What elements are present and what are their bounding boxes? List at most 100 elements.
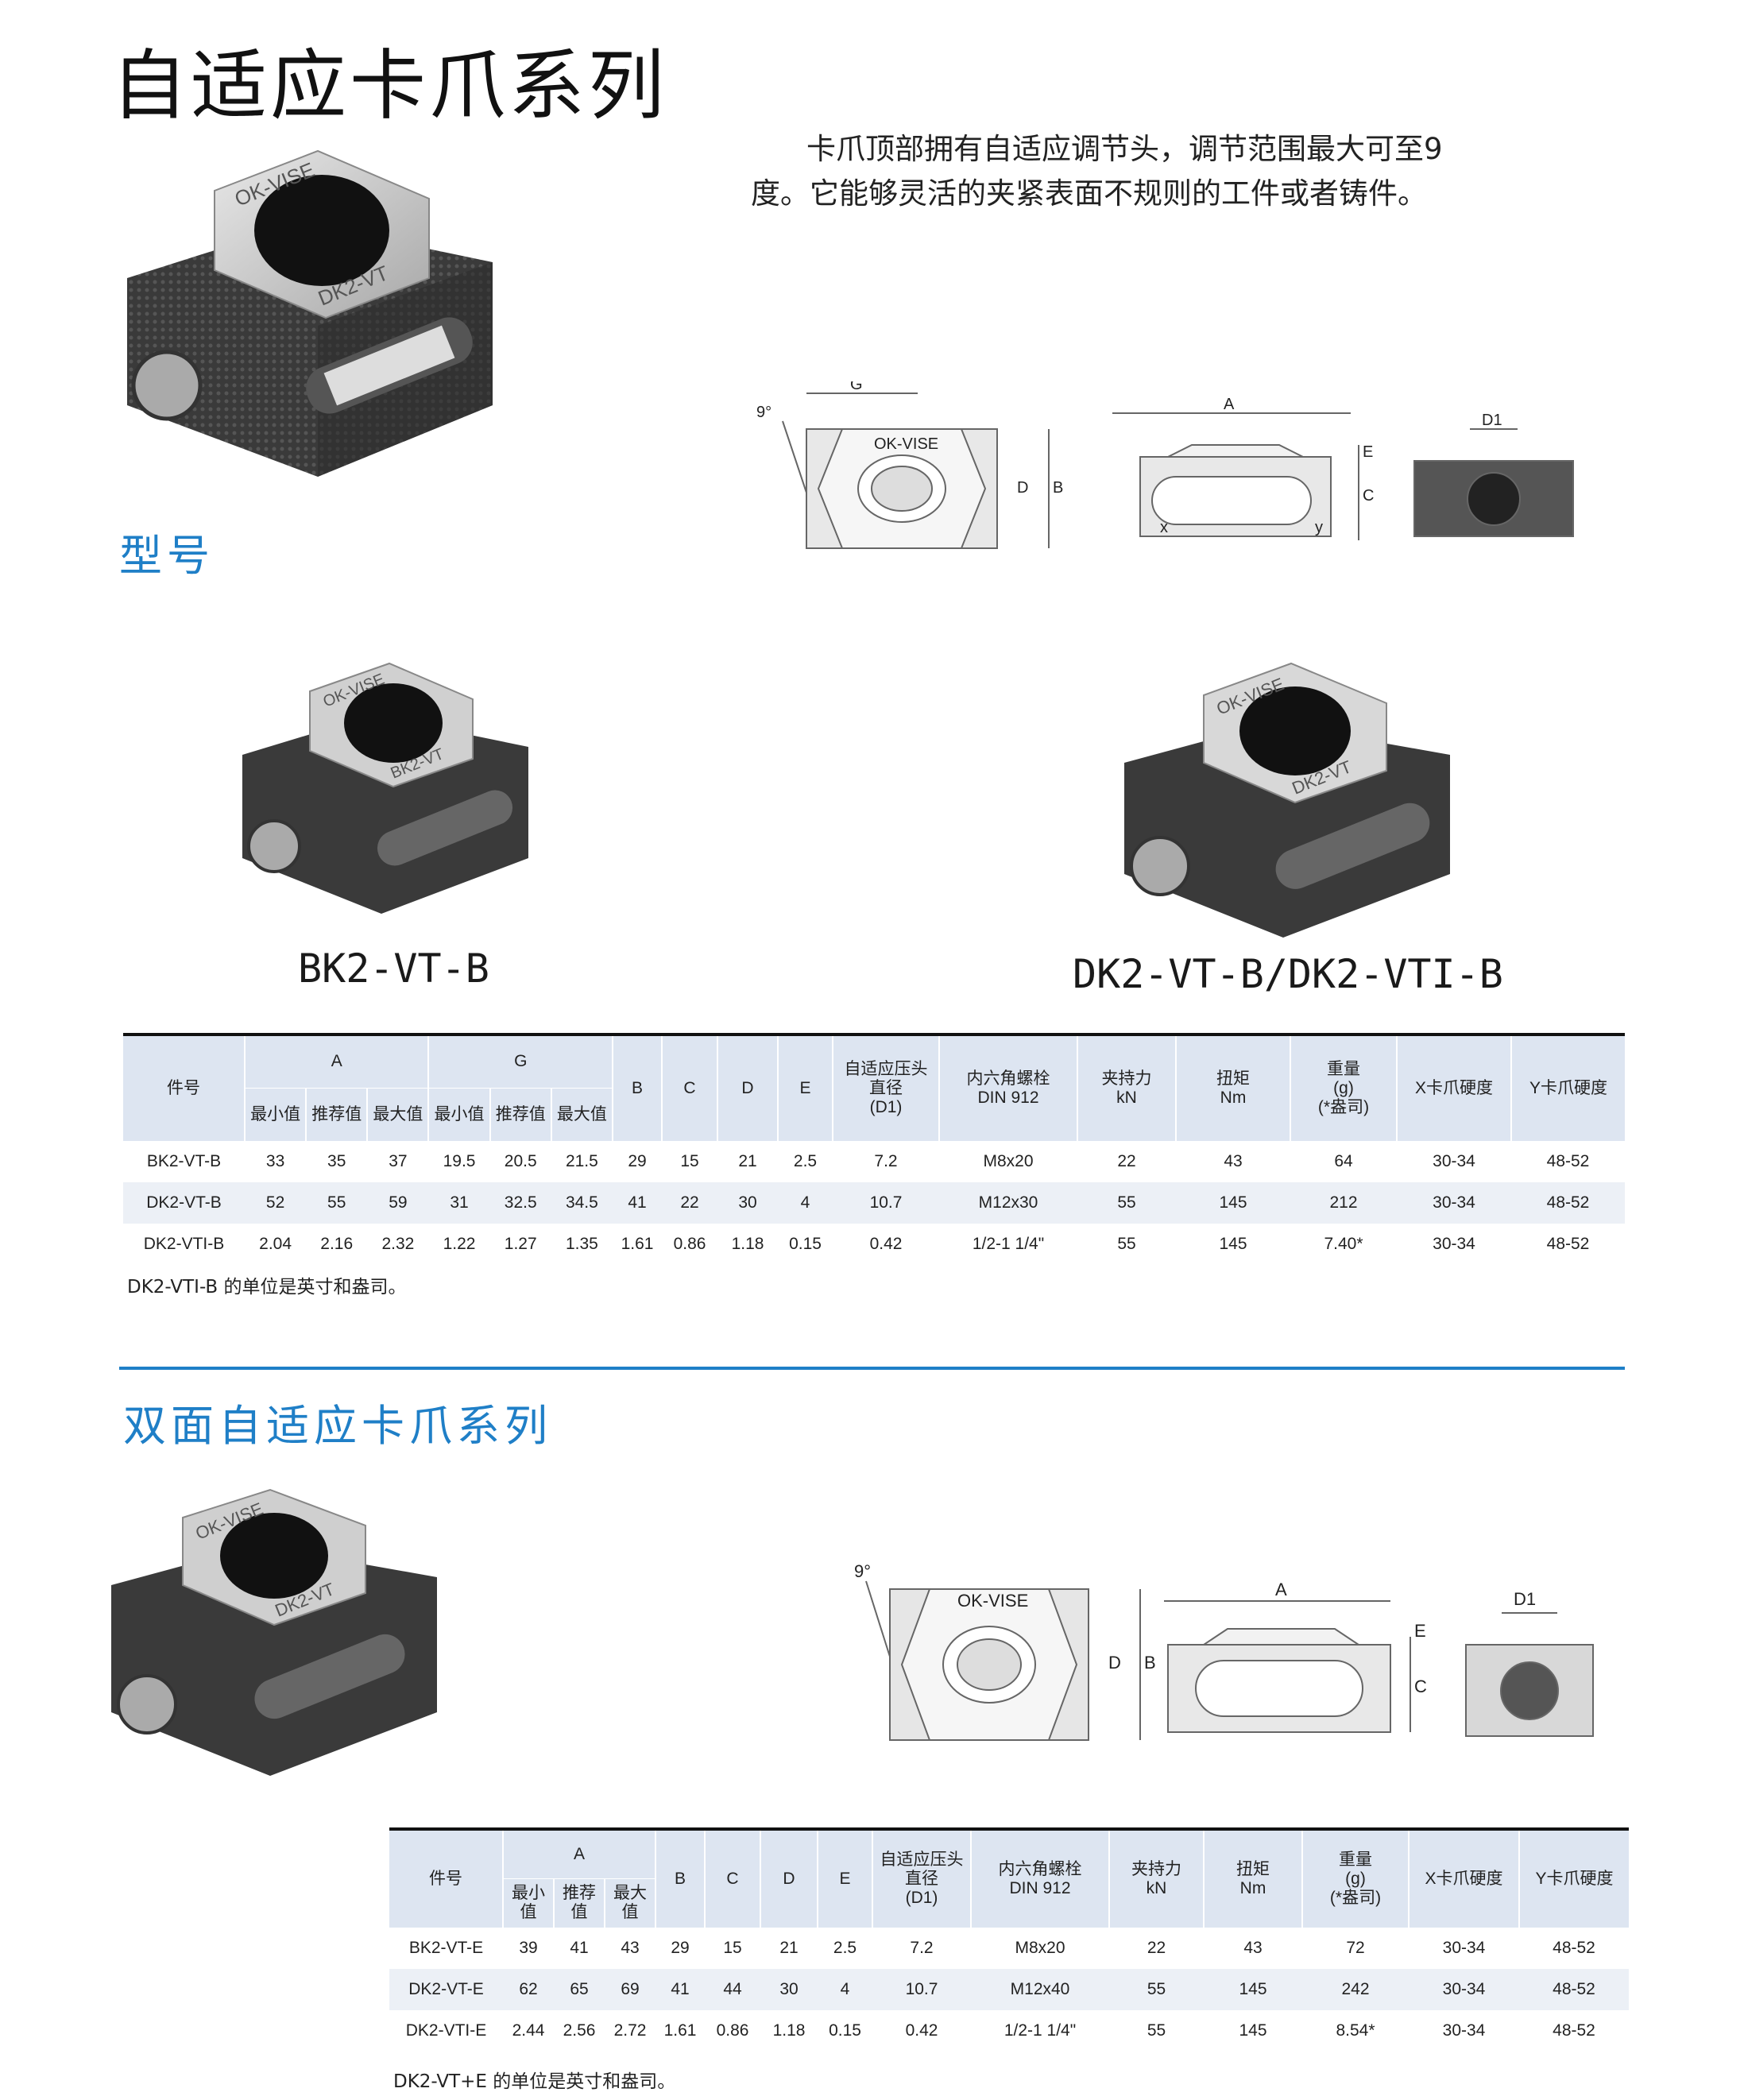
t1-cell: 55 xyxy=(1117,1235,1136,1253)
t1-cell: 1.35 xyxy=(565,1235,598,1253)
diag2-brand: OK-VISE xyxy=(957,1591,1028,1611)
t1-cell: 64 xyxy=(1334,1152,1353,1170)
t1-cell: 20.5 xyxy=(504,1152,537,1170)
t1-cell: 48-52 xyxy=(1511,1182,1625,1224)
t1-cell: 0.86 xyxy=(673,1235,706,1253)
t1-cell: 2.5 xyxy=(793,1152,818,1170)
t2-cell: 21 xyxy=(779,1939,799,1957)
diag1-d: D xyxy=(1017,479,1028,497)
t1-h-x: X卡爪硬度 xyxy=(1396,1033,1511,1141)
diag1-x: x xyxy=(1160,519,1168,536)
jaw-photo-bk2: OK-VISE BK2-VT xyxy=(242,662,528,914)
t1-cell: 52 xyxy=(245,1182,307,1224)
t1-h-g: G xyxy=(427,1033,613,1088)
t1-cell: 10.7 xyxy=(833,1182,939,1224)
t2-cell: 41 xyxy=(570,1939,589,1957)
model-heading: 型号 xyxy=(119,531,215,581)
model-label-dk2: DK2-VT-B/DK2-VTI-B xyxy=(1073,951,1503,997)
t1-h-weight-l2: (g) xyxy=(1333,1079,1354,1097)
t1-cell: 59 xyxy=(367,1182,429,1224)
t2-sub-a-max: 最大值 xyxy=(604,1878,655,1928)
t1-h-d1-l1: 自适应压头 xyxy=(844,1060,928,1078)
t1-h-c: C xyxy=(661,1033,717,1141)
t2-h-d1: 自适应压头 直径 (D1) xyxy=(872,1827,971,1928)
t1-cell: 21 xyxy=(738,1152,757,1170)
t1-cell: 15 xyxy=(680,1152,699,1170)
t1-cell: 30-34 xyxy=(1433,1152,1475,1170)
t2-h-d1-l3: (D1) xyxy=(905,1889,938,1907)
t1-sub-a-rec: 推荐值 xyxy=(305,1087,368,1141)
t2-cell: M12x40 xyxy=(971,1969,1109,2010)
t1-cell: 37 xyxy=(389,1152,408,1170)
diag1-e: E xyxy=(1363,443,1373,461)
t1-h-bolt-l1: 内六角螺栓 xyxy=(966,1069,1050,1088)
section-divider xyxy=(119,1367,1625,1370)
t1-cell: 29 xyxy=(628,1152,647,1170)
t1-h-force-l1: 夹持力 xyxy=(1101,1069,1152,1088)
t2-cell: 0.15 xyxy=(829,2021,861,2040)
t2-h-a: A xyxy=(502,1827,655,1878)
t1-h-b: B xyxy=(612,1033,662,1141)
t1-h-weight-l3: (*盎司) xyxy=(1317,1098,1370,1116)
diag1-c: C xyxy=(1363,487,1374,505)
t1-cell: 31 xyxy=(428,1182,490,1224)
t1-cell: 4 xyxy=(778,1182,833,1224)
t1-h-d1: 自适应压头 直径 (D1) xyxy=(832,1033,939,1141)
diag2-c: C xyxy=(1414,1677,1427,1696)
t1-cell: 2.32 xyxy=(381,1235,415,1253)
t2-cell: 1/2-1 1/4" xyxy=(1003,2021,1077,2040)
t1-h-weight: 重量 (g) (*盎司) xyxy=(1290,1033,1397,1141)
jaw-photo-double: OK-VISE DK2-VT xyxy=(111,1488,437,1776)
intro-line-1: 卡爪顶部拥有自适应调节头，调节范围最大可至9 xyxy=(806,132,1443,166)
t2-cell: BK2-VT-E xyxy=(408,1939,484,1957)
t2-cell: 10.7 xyxy=(872,1969,971,2010)
t1-cell: 35 xyxy=(327,1152,346,1170)
t2-h-x: X卡爪硬度 xyxy=(1408,1827,1519,1928)
t1-cell: 32.5 xyxy=(489,1182,551,1224)
dimension-diagram-2: 9° OK-VISE D B A E C D1 xyxy=(854,1561,1594,1741)
diag2-b: B xyxy=(1144,1653,1156,1673)
t2-h-e: E xyxy=(817,1827,872,1928)
t2-h-force-l2: kN xyxy=(1146,1879,1167,1897)
t2-sub-a-rec: 推荐值 xyxy=(553,1878,605,1928)
t1-cell: 41 xyxy=(613,1182,662,1224)
t2-h-weight-l3: (*盎司) xyxy=(1329,1889,1382,1907)
diag2-d1: D1 xyxy=(1514,1589,1536,1609)
t1-h-weight-l1: 重量 xyxy=(1327,1060,1360,1078)
jaw-photo-dk2: OK-VISE DK2-VT xyxy=(1124,662,1450,938)
t1-h-a: A xyxy=(243,1033,429,1088)
t1-cell: 2.04 xyxy=(259,1235,292,1253)
t1-h-force: 夹持力 kN xyxy=(1077,1033,1176,1141)
t2-cell: 72 xyxy=(1346,1939,1365,1957)
t1-cell: 145 xyxy=(1219,1235,1247,1253)
t1-cell: 34.5 xyxy=(551,1182,613,1224)
t2-cell: 22 xyxy=(1147,1939,1166,1957)
t1-cell: 1.61 xyxy=(621,1235,654,1253)
t1-sub-a-min: 最小值 xyxy=(243,1087,307,1141)
t1-cell: M12x30 xyxy=(939,1182,1077,1224)
t2-cell: 2.72 xyxy=(613,2021,647,2040)
diag1-y: y xyxy=(1315,519,1323,536)
t1-cell: 55 xyxy=(1077,1182,1176,1224)
t1-cell: 33 xyxy=(265,1152,285,1170)
t2-cell: 48-52 xyxy=(1553,1939,1595,1957)
t2-h-force-l1: 夹持力 xyxy=(1131,1860,1181,1878)
t2-cell: 1.61 xyxy=(663,2021,697,2040)
diag1-angle: 9° xyxy=(756,404,771,421)
t2-cell: 7.2 xyxy=(910,1939,934,1957)
t2-sub-a-min: 最小值 xyxy=(502,1878,554,1928)
intro-text: 卡爪顶部拥有自适应调节头，调节范围最大可至9 度。它能够灵活的夹紧表面不规则的工… xyxy=(751,127,1490,216)
t1-cell: 212 xyxy=(1290,1182,1397,1224)
t2-h-force: 夹持力 kN xyxy=(1108,1827,1204,1928)
intro-line-2: 度。它能够灵活的夹紧表面不规则的工件或者铸件。 xyxy=(751,176,1427,211)
t2-cell: 39 xyxy=(519,1939,538,1957)
t1-cell: 7.2 xyxy=(874,1152,898,1170)
t2-cell: 48-52 xyxy=(1519,1969,1629,2010)
diag2-d: D xyxy=(1108,1653,1121,1673)
t1-cell: 2.16 xyxy=(320,1235,354,1253)
t1-cell: DK2-VT-B xyxy=(123,1182,245,1224)
t1-h-d1-l3: (D1) xyxy=(869,1098,903,1116)
t2-h-bolt-l2: DIN 912 xyxy=(1009,1879,1071,1897)
